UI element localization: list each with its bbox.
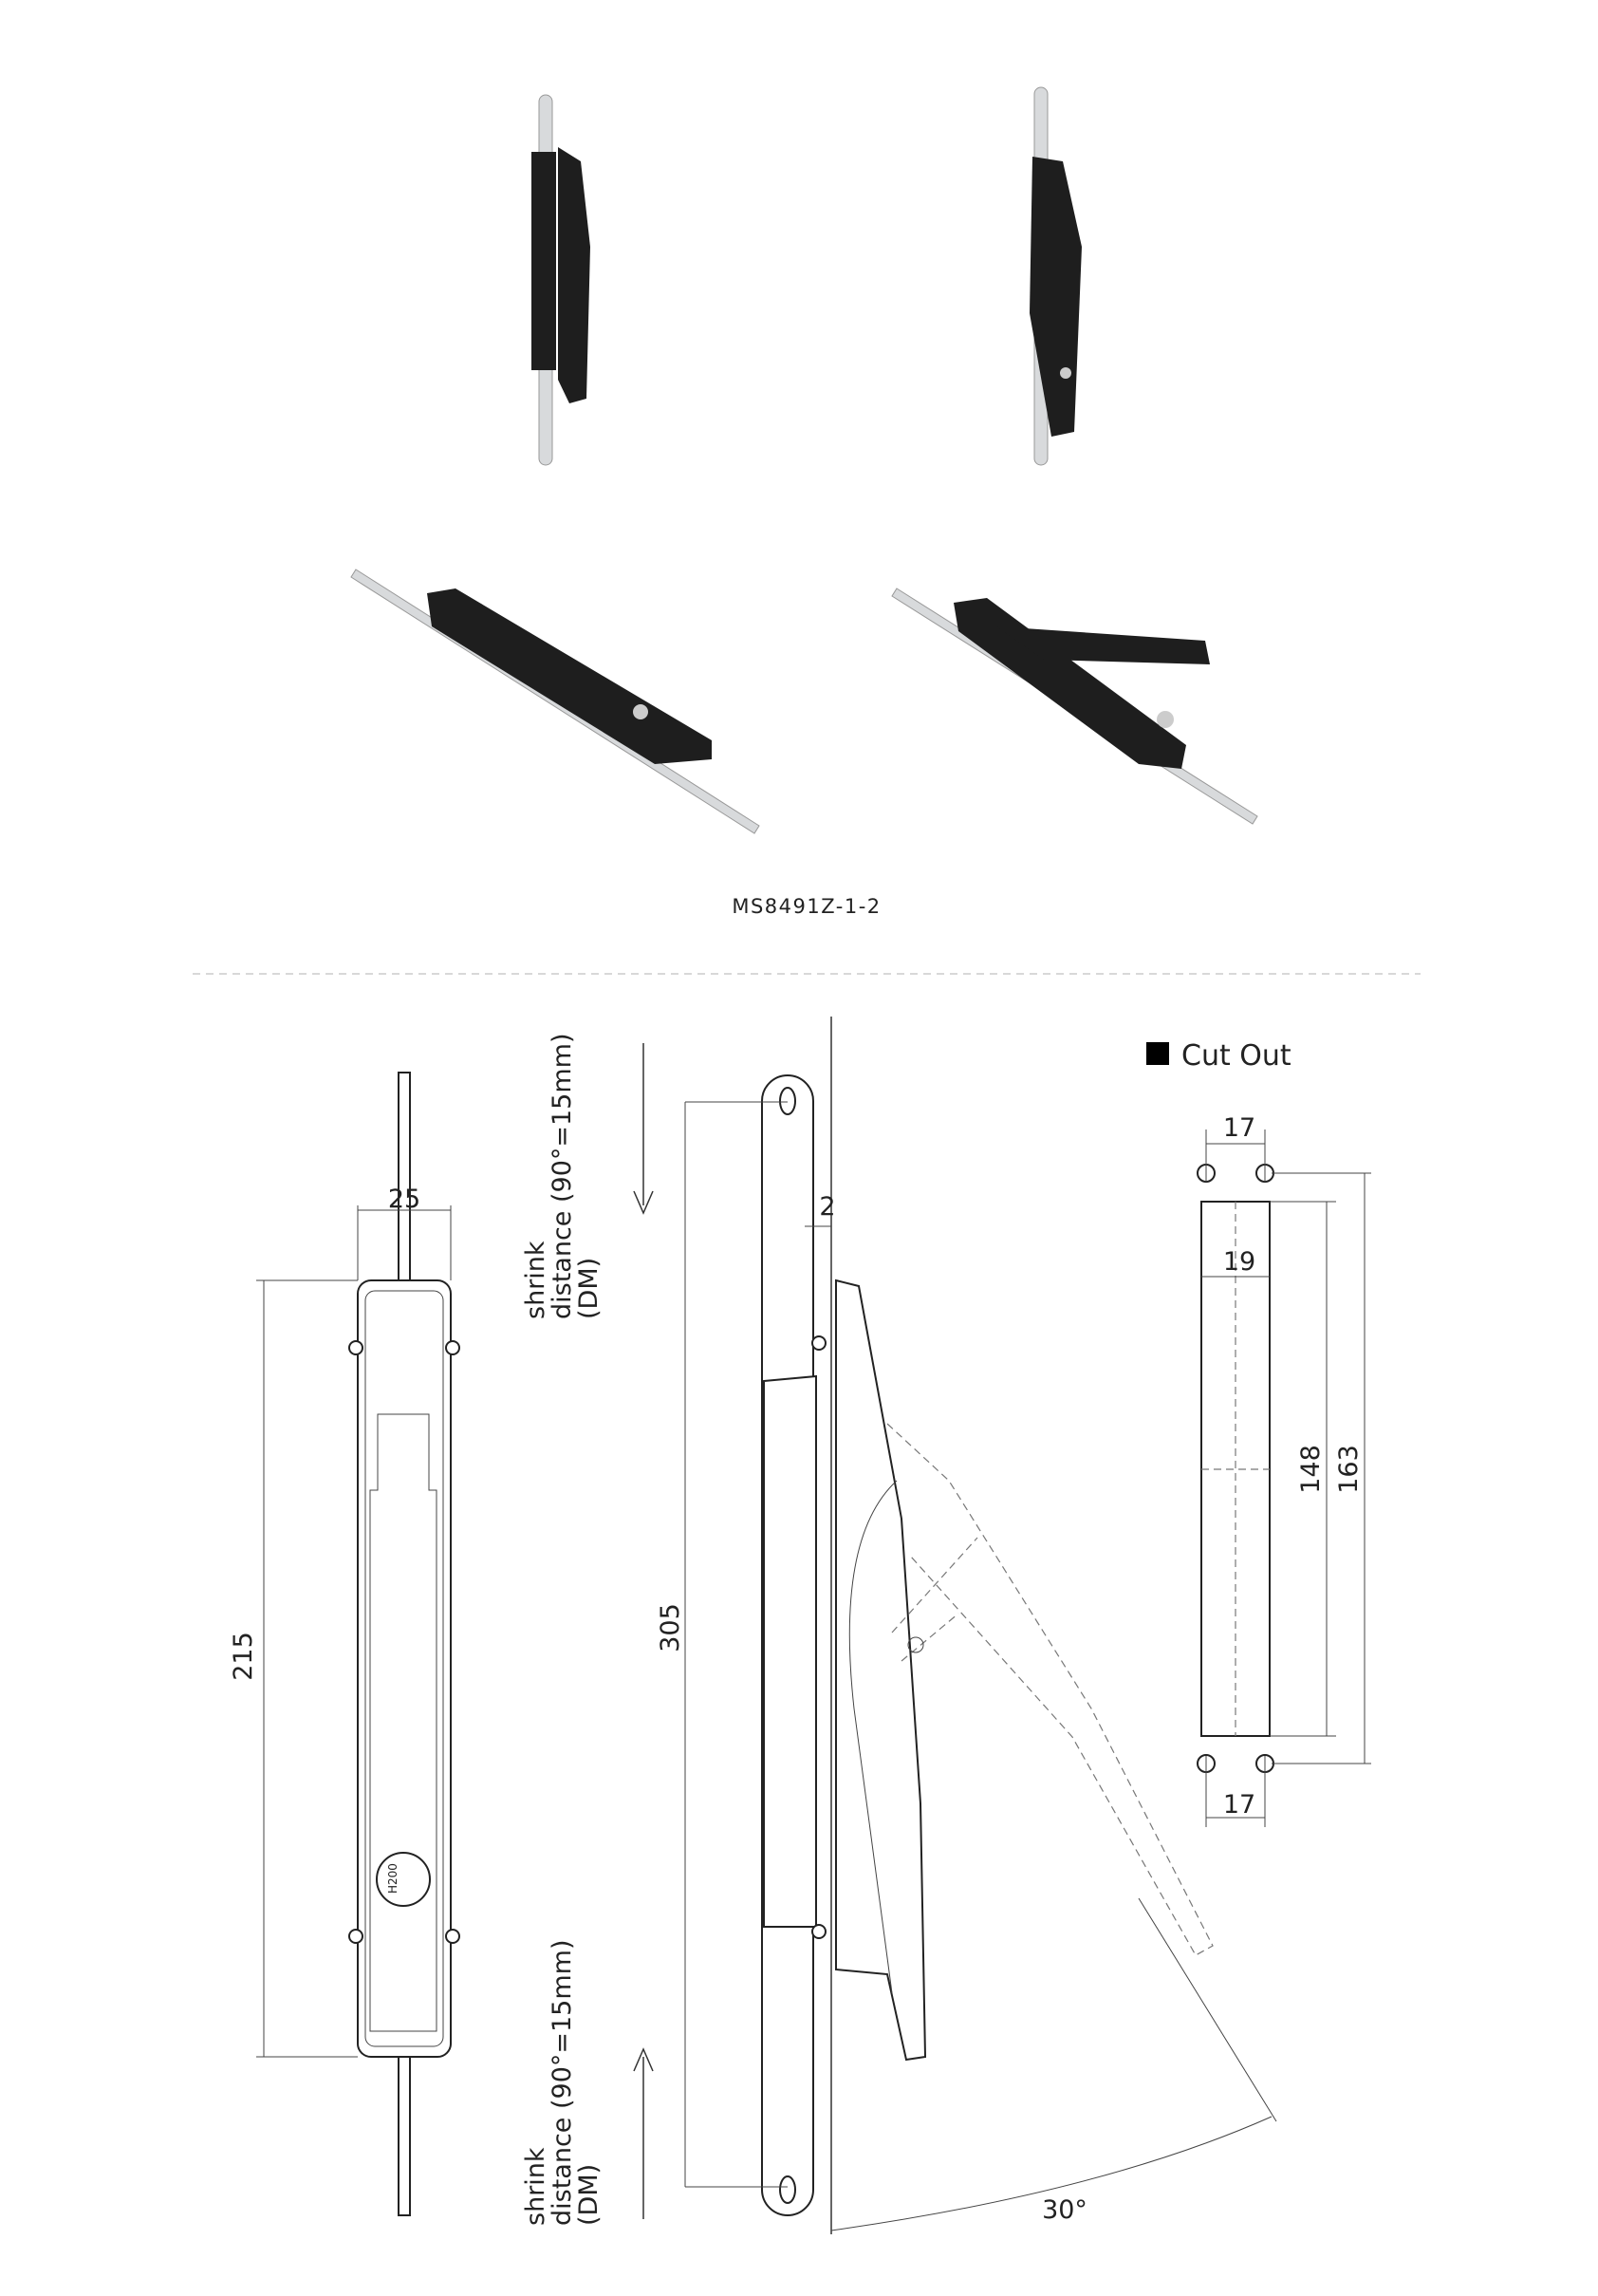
side-view: 305 2 30°: [656, 1017, 1277, 2234]
product-photo-side-closed: [1030, 86, 1082, 466]
cutout-legend-square: [1146, 1042, 1169, 1065]
shrink-line3: (DM): [574, 1258, 604, 1319]
dim-bottom: 17: [1223, 1790, 1255, 1820]
model-caption: MS8491Z-1-2: [732, 895, 881, 918]
shrink-line2: distance (90°=15mm): [548, 1940, 577, 2227]
product-photo-angled-closed: [350, 569, 760, 834]
dim-length: 305: [656, 1603, 685, 1652]
dim-offset: 2: [819, 1192, 835, 1222]
dim-163: 163: [1334, 1445, 1364, 1494]
shrink-line1: shrink: [521, 2147, 550, 2226]
key-label: H200: [386, 1863, 400, 1894]
product-photo-angled-open: [891, 588, 1258, 825]
svg-text:(DM): (DM): [574, 1258, 604, 1319]
dim-width: 25: [388, 1185, 420, 1214]
front-view: H200 25 215: [229, 1072, 460, 2216]
dim-angle: 30°: [1042, 2195, 1087, 2225]
cutout-label: Cut Out: [1181, 1039, 1291, 1073]
svg-text:shrink: shrink: [521, 2147, 550, 2226]
svg-text:distance (90°=15mm): distance (90°=15mm): [548, 1034, 577, 1320]
dim-height: 215: [229, 1632, 258, 1681]
dim-148: 148: [1296, 1445, 1326, 1494]
shrink-line2: distance (90°=15mm): [548, 1034, 577, 1320]
shrink-line1: shrink: [521, 1241, 550, 1319]
dim-top: 17: [1223, 1113, 1255, 1143]
svg-text:distance (90°=15mm): distance (90°=15mm): [548, 1940, 577, 2227]
product-photo-side-open: [531, 94, 590, 466]
shrink-note-top: shrink distance (90°=15mm) (DM): [521, 1034, 654, 1320]
dim-inner: 19: [1223, 1247, 1255, 1277]
shrink-line3: (DM): [574, 2164, 604, 2226]
svg-text:shrink: shrink: [521, 1241, 550, 1319]
shrink-note-bottom: shrink distance (90°=15mm) (DM): [521, 1940, 654, 2227]
cutout-view: Cut Out 17 19 148 163 17: [1146, 1039, 1371, 1827]
svg-text:(DM): (DM): [574, 2164, 604, 2226]
